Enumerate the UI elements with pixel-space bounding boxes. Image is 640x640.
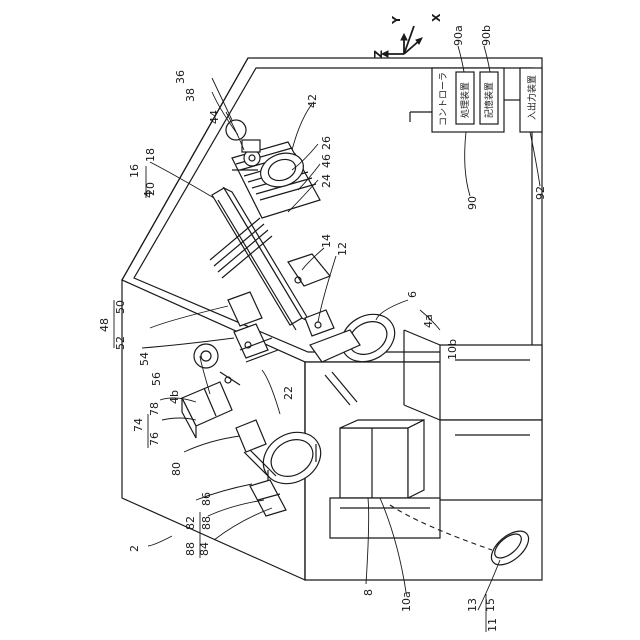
ref-90a: 90a (452, 25, 465, 46)
ref-86: 86 (200, 492, 213, 506)
ref-74: 74 (132, 418, 145, 432)
storage-device-label: 記憶装置 (483, 82, 495, 118)
ref-88-upper: 88 (200, 516, 213, 530)
ref-13: 13 (466, 598, 479, 612)
controller-title: コントローラ (438, 72, 449, 126)
io-device-label: 入出力装置 (526, 75, 538, 120)
axis-y-label: Y (390, 15, 403, 25)
ref-10b: 10b (446, 339, 459, 360)
ref-90b: 90b (480, 25, 493, 46)
ref-4b: 4b (168, 390, 181, 404)
ref-26: 26 (320, 136, 333, 150)
ref-52: 52 (114, 336, 127, 350)
ref-56: 56 (150, 372, 163, 386)
ref-22: 22 (282, 386, 295, 400)
ref-80: 80 (170, 462, 183, 476)
ref-2: 2 (128, 545, 141, 552)
ref-44: 44 (208, 110, 221, 124)
ref-6: 6 (406, 291, 419, 298)
ref-18: 18 (144, 148, 157, 162)
processing-device-label: 処理装置 (459, 82, 471, 118)
ref-16: 16 (128, 164, 141, 178)
ref-42: 42 (306, 94, 319, 108)
ref-36: 36 (174, 70, 187, 84)
ref-24: 24 (320, 174, 333, 188)
ref-78: 78 (148, 402, 161, 416)
axis-x-label: X (430, 13, 443, 22)
axis-indicator (382, 26, 422, 57)
ref-54: 54 (138, 352, 151, 366)
ref-38: 38 (184, 88, 197, 102)
ref-14: 14 (320, 234, 333, 248)
gear-wheel (194, 344, 218, 368)
ref-10a: 10a (400, 591, 413, 612)
ref-76: 76 (148, 432, 161, 446)
loading-box-10a (330, 420, 440, 538)
ref-90: 90 (466, 196, 479, 210)
axis-z-label: Z (372, 50, 385, 58)
ref-4a: 4a (422, 314, 435, 328)
ref-82: 82 (184, 516, 197, 530)
ref-88-lower: 88 (184, 542, 197, 556)
ref-12: 12 (336, 242, 349, 256)
ref-46: 46 (320, 154, 333, 168)
ref-50: 50 (114, 300, 127, 314)
ref-92: 92 (534, 186, 547, 200)
ref-48: 48 (98, 318, 111, 332)
ref-8: 8 (362, 589, 375, 596)
ref-11: 11 (486, 618, 499, 632)
